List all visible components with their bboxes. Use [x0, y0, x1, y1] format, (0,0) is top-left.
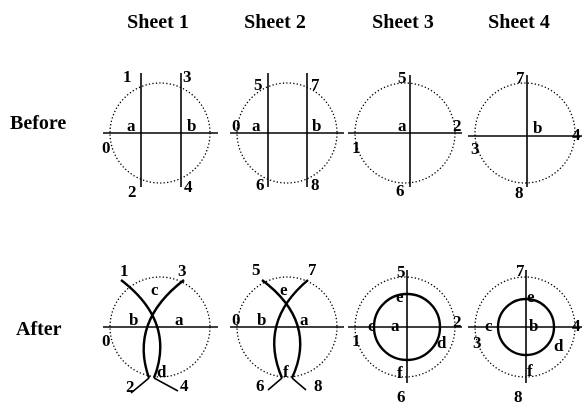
label-8: 8	[314, 376, 323, 395]
label-b: b	[533, 118, 542, 137]
label-6: 6	[256, 376, 265, 395]
label-3: 3	[473, 333, 482, 352]
label-5: 5	[252, 260, 261, 279]
label-7: 7	[516, 68, 525, 87]
title-sheet-1: Sheet 1	[127, 11, 189, 33]
label-1: 1	[123, 67, 132, 86]
label-7: 7	[516, 261, 525, 280]
label-2: 2	[126, 377, 135, 396]
label-1: 1	[352, 138, 361, 157]
row-label-after: After	[16, 318, 62, 340]
label-8: 8	[311, 175, 320, 194]
label-b: b	[312, 116, 321, 135]
after-sheet-1: 0 b a c d 1 3 2 4	[102, 261, 218, 396]
crossing-curve-2	[273, 279, 309, 379]
label-8: 8	[514, 387, 523, 406]
label-f: f	[527, 361, 533, 380]
label-e: e	[527, 287, 535, 306]
label-c: c	[368, 316, 376, 335]
label-a: a	[391, 316, 400, 335]
label-b: b	[529, 316, 538, 335]
label-d: d	[437, 333, 447, 352]
label-0: 0	[232, 310, 241, 329]
label-1: 1	[120, 261, 129, 280]
label-4: 4	[180, 376, 189, 395]
label-f: f	[397, 363, 403, 382]
label-2: 2	[128, 182, 137, 201]
label-a: a	[127, 116, 136, 135]
label-a: a	[175, 310, 184, 329]
label-b: b	[257, 310, 266, 329]
before-sheet-2: 0 a b 5 7 6 8	[230, 73, 344, 194]
before-sheet-1: 0 a b 1 3 2 4	[102, 67, 218, 201]
title-sheet-4: Sheet 4	[488, 11, 550, 33]
label-7: 7	[311, 75, 320, 94]
label-f: f	[283, 362, 289, 381]
before-sheet-3: 1 2 a 5 6	[348, 68, 462, 200]
label-a: a	[300, 310, 309, 329]
after-sheet-4: 3 4 b c d e f 7 8	[468, 261, 582, 406]
before-sheet-4: 3 4 b 7 8	[468, 68, 582, 202]
label-d: d	[554, 336, 564, 355]
label-3: 3	[183, 67, 192, 86]
crossing-curve-1	[120, 279, 162, 379]
cut-end-6	[267, 377, 283, 391]
label-4: 4	[572, 316, 581, 335]
row-label-before: Before	[10, 112, 66, 134]
label-d: d	[157, 362, 167, 381]
label-8: 8	[515, 183, 524, 202]
label-6: 6	[256, 175, 265, 194]
crossing-curve-2	[142, 279, 185, 379]
label-6: 6	[396, 181, 405, 200]
cut-end-4	[153, 377, 179, 392]
branch-circle	[474, 82, 576, 184]
after-sheet-2: 0 b a e f 5 7 6 8	[230, 260, 344, 395]
label-b: b	[187, 116, 196, 135]
label-5: 5	[254, 75, 263, 94]
label-c: c	[151, 280, 159, 299]
cut-end-8	[291, 377, 307, 391]
label-3: 3	[471, 139, 480, 158]
after-sheet-3: 1 2 a c d e f 5 6	[348, 262, 462, 406]
label-5: 5	[398, 68, 407, 87]
label-7: 7	[308, 260, 317, 279]
label-6: 6	[397, 387, 406, 406]
title-sheet-2: Sheet 2	[244, 11, 306, 33]
label-5: 5	[397, 262, 406, 281]
title-sheet-3: Sheet 3	[372, 11, 434, 33]
label-1: 1	[352, 331, 361, 350]
label-a: a	[398, 116, 407, 135]
cut-end-2	[130, 377, 150, 394]
label-3: 3	[178, 261, 187, 280]
label-2: 2	[453, 312, 462, 331]
label-0: 0	[102, 331, 111, 350]
label-2: 2	[453, 116, 462, 135]
label-4: 4	[184, 177, 193, 196]
label-c: c	[485, 316, 493, 335]
crossing-curve-1	[261, 279, 302, 379]
label-0: 0	[232, 116, 241, 135]
label-e: e	[396, 287, 404, 306]
label-0: 0	[102, 138, 111, 157]
label-e: e	[280, 280, 288, 299]
cut-circle	[372, 292, 442, 362]
label-a: a	[252, 116, 261, 135]
label-b: b	[129, 310, 138, 329]
label-4: 4	[572, 125, 581, 144]
cut-circle	[496, 297, 556, 357]
